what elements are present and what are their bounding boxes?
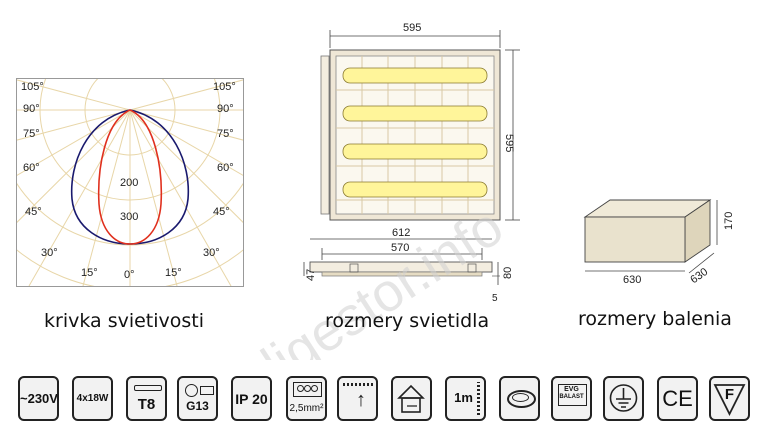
polar-diagram-svg: 105° 90° 75° 60° 45° 30° 15° 105° 90° 75…	[0, 0, 311, 291]
curve-inner	[97, 109, 163, 245]
lamps-label: 4x18W	[76, 393, 109, 404]
box-depth: 630	[688, 266, 710, 286]
electronic-ballast-icon: EVG BALAST	[551, 376, 592, 421]
caption-package: rozmery balenia	[578, 308, 732, 330]
f-label: F	[724, 386, 735, 403]
distance-label: 1m	[454, 390, 473, 405]
package-svg: 170 630 630	[583, 199, 735, 286]
dim-width: 595	[403, 22, 421, 34]
dim-side-height: 47	[305, 269, 317, 281]
box-width: 630	[623, 274, 641, 286]
fixture-svg: 595 595 612	[303, 22, 520, 304]
arrow-up-icon: ↑	[356, 389, 366, 411]
indoor-use-icon	[391, 376, 432, 421]
label-left-90: 90°	[23, 103, 40, 115]
polar-diagram: 105° 90° 75° 60° 45° 30° 15° 105° 90° 75…	[0, 0, 311, 291]
dim-side-gap: 5	[492, 293, 498, 304]
radial-label-300: 300	[120, 211, 138, 223]
label-right-15: 15°	[165, 267, 182, 279]
label-right-105: 105°	[213, 81, 236, 93]
socket-g13-icon: G13	[177, 376, 218, 421]
voltage-icon: ~230V	[18, 376, 59, 421]
fixture-drawing: 595 595 612	[300, 10, 530, 310]
wire-label: 2,5mm²	[289, 403, 324, 414]
label-left-30: 30°	[41, 247, 58, 259]
label-bottom-0: 0°	[124, 269, 135, 281]
dim-height: 595	[503, 134, 515, 152]
wire-terminal-icon: 2,5mm²	[286, 376, 327, 421]
protective-earth-icon	[603, 376, 644, 421]
ip-rating-icon: IP 20	[231, 376, 272, 421]
label-right-90: 90°	[217, 103, 234, 115]
caption-curve: krivka svietivosti	[44, 310, 205, 332]
label-right-30: 30°	[203, 247, 220, 259]
label-right-75: 75°	[217, 128, 234, 140]
radial-label-200: 200	[120, 177, 138, 189]
socket-label: G13	[186, 399, 209, 413]
tube-t8-icon: T8	[126, 376, 167, 421]
package-drawing: 170 630 630	[575, 195, 755, 295]
dim-side-right: 80	[502, 267, 514, 279]
tubes	[342, 67, 488, 198]
lamp-count-icon: 4x18W	[72, 376, 113, 421]
ballast-top-label: EVG	[564, 386, 579, 393]
label-left-105: 105°	[21, 81, 44, 93]
tube-label: T8	[137, 396, 156, 413]
label-right-45: 45°	[213, 206, 230, 218]
label-left-45: 45°	[25, 206, 42, 218]
f-mark-icon: F	[709, 376, 750, 421]
voltage-label: ~230V	[20, 391, 58, 406]
min-distance-icon: 1m	[445, 376, 486, 421]
dim-side-width: 612	[392, 227, 410, 239]
ip-label: IP 20	[235, 391, 268, 407]
caption-fixture: rozmery svietidla	[325, 310, 490, 332]
label-left-60: 60°	[23, 162, 40, 174]
luminaire-icon	[499, 376, 540, 421]
dim-side-inner: 570	[391, 242, 409, 254]
label-right-60: 60°	[217, 162, 234, 174]
ballast-bottom-label: BALAST	[559, 394, 584, 400]
ceiling-mount-icon: ↑	[337, 376, 378, 421]
box-height: 170	[723, 212, 735, 230]
ce-mark-icon: CE	[657, 376, 698, 421]
label-left-15: 15°	[81, 267, 98, 279]
label-left-75: 75°	[23, 128, 40, 140]
ce-label: CE	[662, 386, 693, 411]
